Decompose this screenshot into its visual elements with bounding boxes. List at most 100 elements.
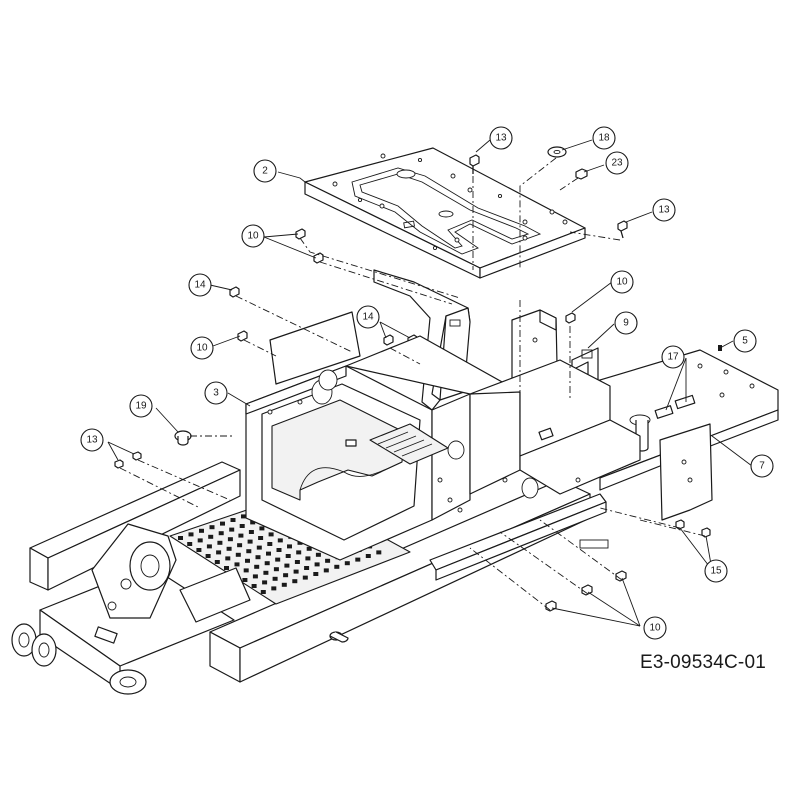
floor-perforation xyxy=(266,551,271,556)
floor-perforation xyxy=(306,546,312,551)
steering-pivot-bracket xyxy=(91,523,177,644)
floor-perforation xyxy=(247,539,253,544)
floor-perforation xyxy=(197,538,203,543)
floor-perforation xyxy=(293,569,299,574)
svg-text:13: 13 xyxy=(495,133,507,144)
floor-perforation xyxy=(246,549,252,554)
callout-13-right: 13 xyxy=(652,198,676,222)
floor-perforation xyxy=(224,566,229,570)
floor-perforation xyxy=(218,531,224,536)
seat-box-frame xyxy=(245,365,471,561)
floor-perforation xyxy=(235,552,241,557)
callout-7: 7 xyxy=(750,454,774,478)
floor-perforation xyxy=(277,538,283,543)
floor-perforation xyxy=(226,546,232,551)
svg-text:3: 3 xyxy=(213,388,219,399)
callout-10-right: 10 xyxy=(610,270,634,294)
floor-perforation xyxy=(234,562,240,567)
callout-10-upper-left: 10 xyxy=(241,224,265,248)
svg-text:13: 13 xyxy=(86,435,98,446)
svg-text:5: 5 xyxy=(742,336,748,347)
floor-perforation xyxy=(243,568,249,573)
floor-perforation xyxy=(259,526,265,531)
callout-19: 19 xyxy=(129,394,153,418)
floor-perforation xyxy=(355,557,361,562)
callout-18: 18 xyxy=(592,126,616,150)
floor-perforation xyxy=(302,575,308,580)
floor-perforation xyxy=(248,530,254,534)
floor-perforation xyxy=(283,573,289,578)
floor-perforation xyxy=(268,532,274,537)
floor-perforation xyxy=(242,578,248,582)
floor-perforation xyxy=(285,554,291,558)
floor-perforation xyxy=(216,550,222,555)
seat-mount-plate xyxy=(304,147,586,279)
floor-perforation xyxy=(252,574,258,579)
floor-perforation xyxy=(237,543,243,548)
svg-text:15: 15 xyxy=(710,566,722,577)
callout-2: 2 xyxy=(253,159,277,183)
floor-perforation xyxy=(208,534,214,539)
floor-perforation xyxy=(276,548,282,552)
svg-text:18: 18 xyxy=(598,133,610,144)
floor-perforation xyxy=(258,536,264,540)
floor-perforation xyxy=(281,582,287,587)
floor-perforation xyxy=(225,556,231,561)
floor-perforation xyxy=(271,586,277,591)
floor-perforation xyxy=(287,544,292,549)
svg-text:9: 9 xyxy=(623,318,629,329)
floor-perforation xyxy=(245,558,250,563)
floor-perforation xyxy=(325,558,331,563)
callout-5: 5 xyxy=(733,329,757,353)
floor-perforation xyxy=(315,552,321,557)
floor-perforation xyxy=(314,562,320,567)
svg-text:2: 2 xyxy=(262,166,268,177)
floor-perforation xyxy=(239,524,245,528)
drawing-code-label: E3-09534C-01 xyxy=(640,652,766,673)
svg-text:10: 10 xyxy=(247,231,259,242)
floor-perforation xyxy=(230,518,236,522)
callout-13-lower-left: 13 xyxy=(80,428,104,452)
callout-17: 17 xyxy=(661,345,685,369)
svg-text:14: 14 xyxy=(362,312,374,323)
floor-perforation xyxy=(196,548,202,552)
floor-perforation xyxy=(334,564,340,569)
callout-10-bottom: 10 xyxy=(643,616,667,640)
floor-perforation xyxy=(304,566,310,570)
callout-13-top: 13 xyxy=(489,126,513,150)
assembly-lines xyxy=(119,157,706,611)
svg-text:23: 23 xyxy=(611,158,623,169)
floor-perforation xyxy=(292,579,298,584)
floor-perforation xyxy=(256,545,262,550)
floor-perforation xyxy=(227,537,233,542)
floor-perforation xyxy=(255,555,261,560)
svg-text:13: 13 xyxy=(658,205,670,216)
floor-perforation xyxy=(365,554,371,558)
floor-perforation xyxy=(272,576,278,581)
floor-perforation xyxy=(297,540,303,545)
floor-perforation xyxy=(296,550,302,555)
floor-perforation xyxy=(220,521,225,526)
front-axle-bushing xyxy=(11,623,57,667)
main-frame xyxy=(11,311,641,695)
floor-perforation xyxy=(305,556,311,561)
floor-perforation xyxy=(284,563,290,568)
floor-perforation xyxy=(188,532,194,537)
callout-9: 9 xyxy=(614,311,638,335)
svg-text:10: 10 xyxy=(196,343,208,354)
svg-text:7: 7 xyxy=(759,461,765,472)
floor-perforation xyxy=(376,550,382,555)
svg-text:17: 17 xyxy=(667,352,679,363)
floor-perforation xyxy=(238,533,244,538)
svg-text:14: 14 xyxy=(194,280,206,291)
floor-perforation xyxy=(313,572,319,576)
floor-perforation xyxy=(267,542,273,546)
floor-perforation xyxy=(241,514,246,519)
floor-perforation xyxy=(206,544,212,549)
svg-text:10: 10 xyxy=(649,623,661,634)
floor-perforation xyxy=(323,568,329,573)
floor-perforation xyxy=(199,528,204,533)
callout-14-left: 14 xyxy=(188,273,212,297)
floor-perforation xyxy=(260,590,266,594)
rear-wheel-hub xyxy=(109,669,147,695)
